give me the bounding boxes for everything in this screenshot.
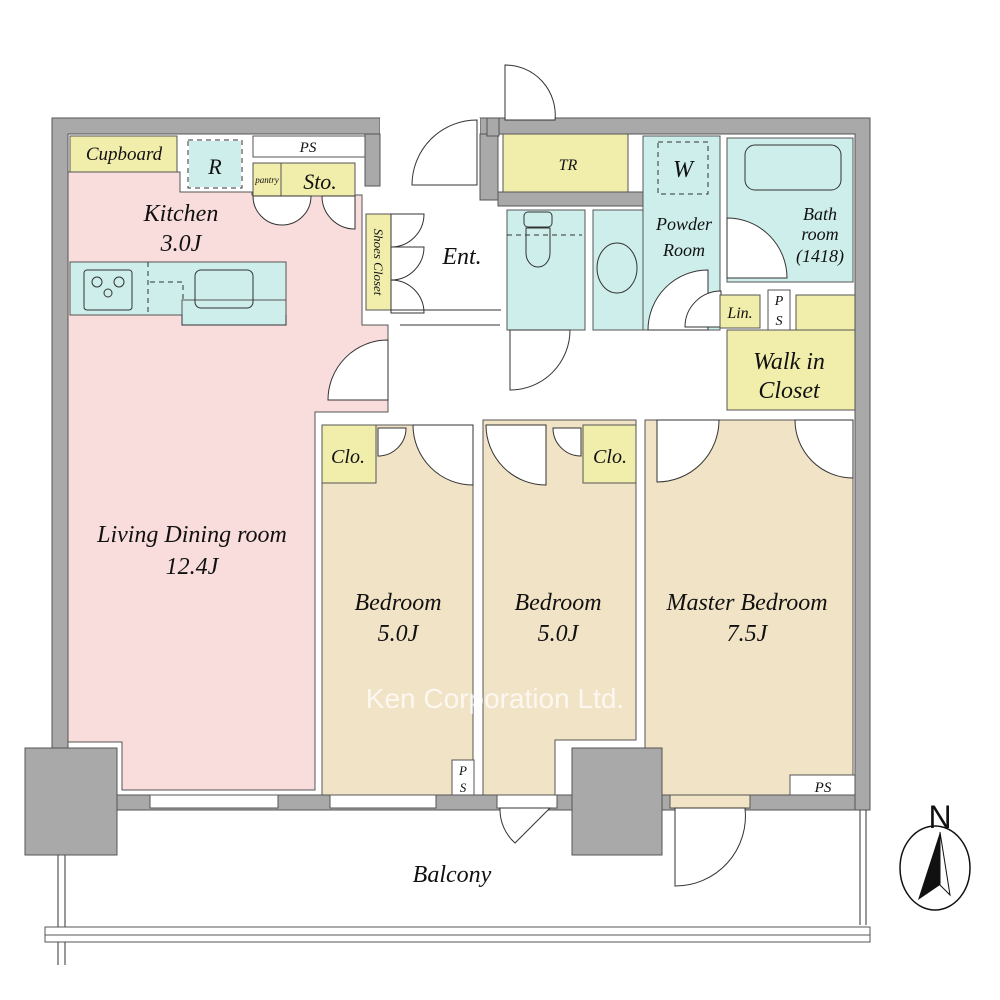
- closet-2-label: Clo.: [593, 446, 627, 468]
- balcony-rail: [57, 810, 867, 965]
- kitchen-size: 3.0J: [160, 231, 203, 257]
- linen-closet: [719, 294, 761, 329]
- window: [496, 794, 558, 809]
- ps-mid-label: P: [774, 294, 784, 309]
- window: [149, 794, 279, 809]
- bathroom-size: (1418): [796, 246, 844, 267]
- shoes-closet-label: Shoes Closet: [371, 229, 386, 296]
- ps-top-label: PS: [299, 140, 317, 156]
- trunk-room-label: TR: [559, 157, 578, 174]
- master-bedroom-size: 7.5J: [727, 621, 769, 647]
- bathroom-label-2: room: [801, 224, 838, 244]
- refrigerator-label: R: [207, 154, 222, 179]
- ps-bedroom-label-2: S: [460, 780, 467, 795]
- window: [669, 794, 751, 809]
- living-dining-label: Living Dining room: [96, 522, 287, 548]
- sink-icon: [194, 269, 254, 309]
- walk-in-closet-label-2: Closet: [758, 378, 821, 404]
- pillar: [24, 747, 118, 856]
- compass-label: N: [928, 799, 951, 835]
- walk-in-closet: [726, 329, 856, 411]
- entrance-label: Ent.: [441, 244, 481, 270]
- bedroom-1: [321, 424, 474, 796]
- storage-label: Sto.: [303, 169, 337, 194]
- north-compass-icon: N: [899, 799, 971, 911]
- ps-top: [252, 135, 366, 158]
- watermark: Ken Corporation Ltd.: [366, 683, 624, 714]
- powder-room-label: Powder: [655, 214, 713, 234]
- living-dining-kitchen: [67, 171, 389, 791]
- pillar: [571, 747, 663, 856]
- living-dining-size: 12.4J: [166, 554, 220, 580]
- washbasin-area: [592, 209, 644, 331]
- bedroom-2-label: Bedroom: [514, 590, 601, 616]
- closet-2: [582, 424, 637, 484]
- toilet: [506, 209, 586, 331]
- kitchen-label: Kitchen: [143, 201, 219, 227]
- closet-1: [321, 424, 377, 484]
- ps-master-label: PS: [814, 780, 832, 796]
- refrigerator-fill: [189, 141, 241, 187]
- closet-1-label: Clo.: [331, 446, 365, 468]
- ps-bedroom-label: P: [458, 763, 467, 778]
- window: [329, 794, 437, 809]
- bedroom-2-size: 5.0J: [538, 621, 580, 647]
- pantry: [252, 162, 282, 197]
- bedroom-1-size: 5.0J: [378, 621, 420, 647]
- stove-icon: [83, 269, 133, 311]
- trunk-room: [502, 133, 629, 193]
- walk-in-closet-label: Walk in: [753, 349, 825, 375]
- ps-mid-label-2: S: [776, 314, 783, 329]
- linen-label: Lin.: [726, 305, 752, 322]
- powder-room-label-2: Room: [662, 240, 705, 260]
- bedroom-1-label: Bedroom: [354, 590, 441, 616]
- cupboard-label: Cupboard: [86, 144, 163, 165]
- pantry-label: pantry: [254, 175, 279, 185]
- washer-label: W: [673, 157, 695, 183]
- labels: Cupboard R PS pantry Sto. Kitchen 3.0J S…: [86, 140, 844, 888]
- storage: [280, 162, 356, 197]
- refrigerator-space: [187, 139, 243, 189]
- master-bedroom-label: Master Bedroom: [665, 590, 827, 616]
- cupboard: [69, 135, 178, 173]
- bathroom-label: Bath: [803, 204, 837, 224]
- balcony-label: Balcony: [413, 862, 492, 888]
